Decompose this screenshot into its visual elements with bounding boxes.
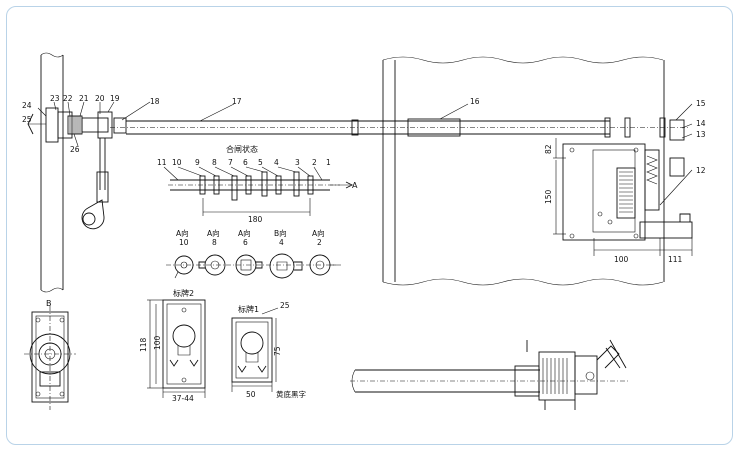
dim-111: 111 — [668, 255, 683, 264]
view-dir-4: B向 — [274, 228, 287, 238]
view-b-label: B — [46, 299, 52, 308]
view-num-4: 4 — [279, 238, 284, 247]
view-dir-3: A向 — [238, 228, 251, 238]
right-wall — [382, 56, 665, 286]
plate-2-dim-100: 100 — [153, 335, 162, 350]
plate-2-label: 标牌2 — [173, 288, 194, 298]
view-num-5: 2 — [317, 238, 322, 247]
section-mark-a: A — [352, 181, 358, 190]
callout-1: 1 — [326, 158, 331, 167]
plate-2-dim-118: 118 — [139, 337, 148, 352]
callout-17: 17 — [232, 97, 242, 106]
plate-1-note: 黄底黑字 — [276, 389, 306, 399]
callout-3: 3 — [295, 158, 300, 167]
plate-2-drawing — [147, 299, 206, 398]
left-spring-mechanism — [67, 111, 113, 230]
callout-15: 15 — [696, 99, 706, 108]
callout-6: 6 — [243, 158, 248, 167]
bottom-right-assembly — [350, 339, 630, 410]
view-b — [24, 306, 76, 410]
callout-24: 24 — [22, 101, 32, 110]
callout-9: 9 — [195, 158, 200, 167]
callout-5: 5 — [258, 158, 263, 167]
callout-13: 13 — [696, 130, 706, 139]
callout-14: 14 — [696, 119, 706, 128]
callout-12: 12 — [696, 166, 706, 175]
callout-16: 16 — [470, 97, 480, 106]
callout-20: 20 — [95, 94, 105, 103]
callout-10: 10 — [172, 158, 182, 167]
cross-sections — [166, 253, 342, 279]
closing-state-shaft — [168, 171, 354, 216]
callout-23: 23 — [50, 94, 60, 103]
callout-4: 4 — [274, 158, 279, 167]
plate-2-dim-3744: 37-44 — [172, 394, 194, 403]
callout-11: 11 — [157, 158, 167, 167]
plate-1-dim-75: 75 — [273, 346, 282, 356]
plate-1-callout: 25 — [280, 301, 290, 310]
view-num-1: 10 — [179, 238, 189, 247]
plate-1-label: 标牌1 — [238, 304, 259, 314]
callout-8: 8 — [212, 158, 217, 167]
view-dir-2: A向 — [207, 228, 220, 238]
view-num-2: 8 — [212, 238, 217, 247]
dim-100: 100 — [614, 255, 629, 264]
plate-1-drawing — [231, 307, 279, 392]
callout-18: 18 — [150, 97, 160, 106]
dim-150: 150 — [544, 189, 553, 204]
view-dir-5: A向 — [312, 228, 325, 238]
right-dimensions — [553, 138, 693, 256]
view-dir-1: A向 — [176, 228, 189, 238]
callout-22: 22 — [63, 94, 73, 103]
shaft-callout-leaders — [163, 166, 323, 181]
plate-1-dim-50: 50 — [246, 390, 256, 399]
main-shaft — [110, 117, 690, 138]
right-mechanism-box — [562, 119, 693, 241]
callout-19: 19 — [110, 94, 120, 103]
dim-180: 180 — [248, 215, 263, 224]
callout-25: 25 — [22, 115, 32, 124]
view-num-3: 6 — [243, 238, 248, 247]
top-callout-leaders — [37, 101, 693, 206]
callout-26: 26 — [70, 145, 80, 154]
dim-82: 82 — [544, 144, 553, 154]
callout-7: 7 — [228, 158, 233, 167]
closing-state-label: 合闸状态 — [226, 144, 258, 154]
callout-2: 2 — [312, 158, 317, 167]
callout-21: 21 — [79, 94, 89, 103]
left-wall-column — [27, 52, 73, 293]
drawing-frame — [6, 6, 733, 445]
